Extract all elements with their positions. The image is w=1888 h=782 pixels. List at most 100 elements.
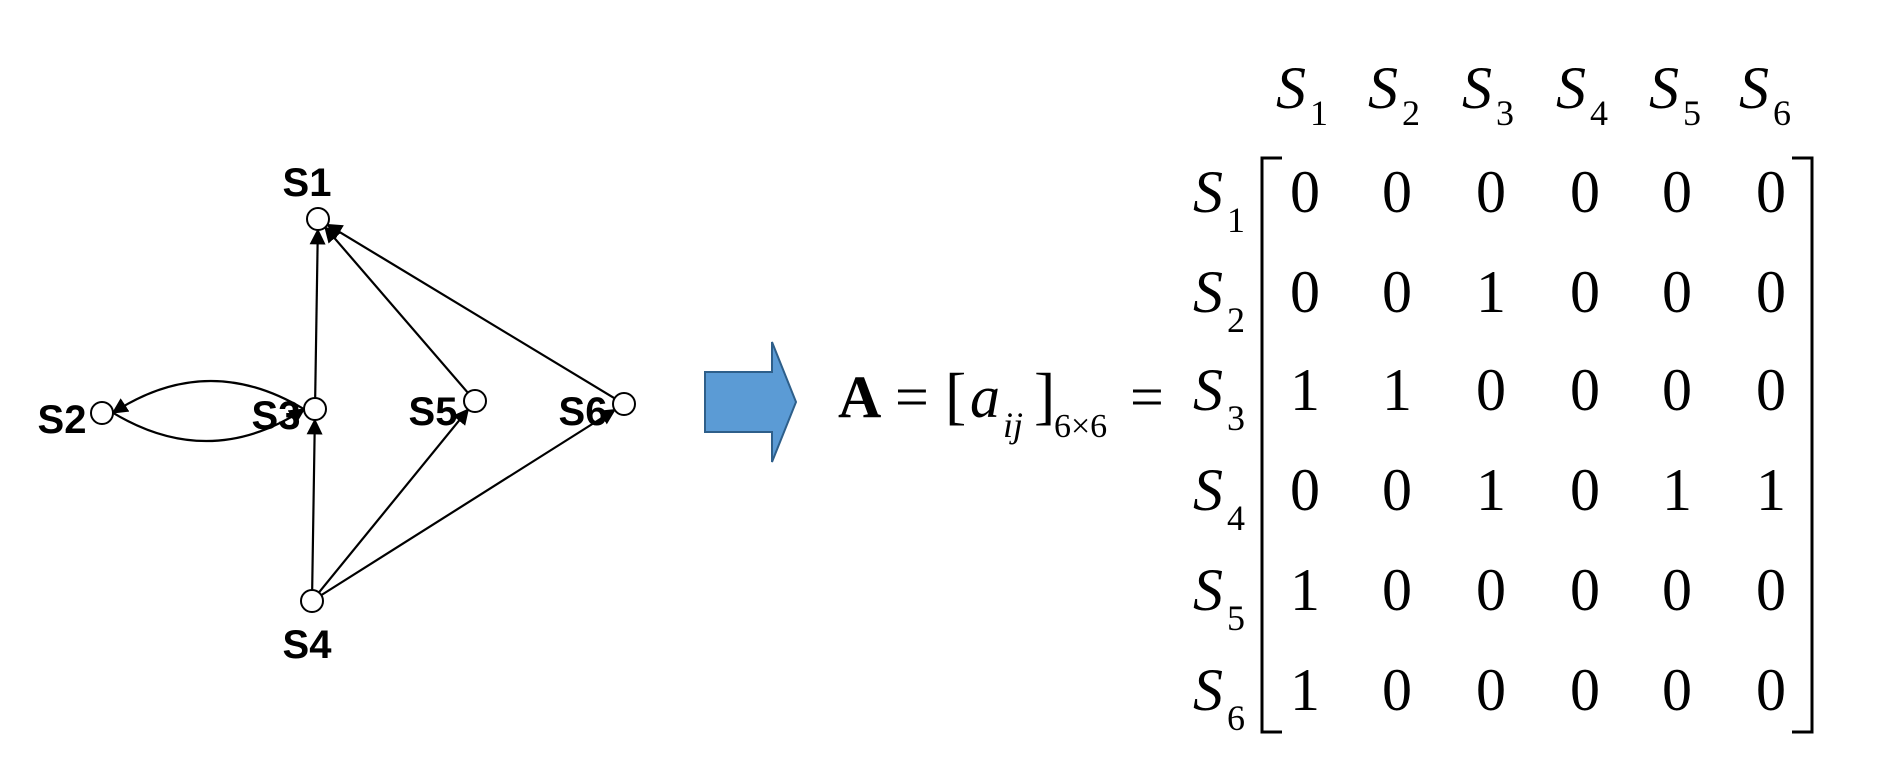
row-header-symbol: S [1193,259,1223,325]
matrix-cell-r6-c6: 0 [1756,657,1786,723]
edge-s4-to-s5 [318,408,470,594]
matrix-cell-r3-c1: 1 [1290,357,1320,423]
matrix-cell-r5-c3: 0 [1476,557,1506,623]
column-header-symbol: S [1649,55,1679,121]
matrix-cell-r6-c3: 0 [1476,657,1506,723]
column-header-symbol: S [1462,55,1492,121]
row-header-symbol: S [1193,557,1223,623]
matrix-cell-r3-c2: 1 [1382,357,1412,423]
matrix-cell-r6-c1: 1 [1290,657,1320,723]
graph-nodes [90,207,636,613]
adjacency-equation: A = [ a ij ] 6×6 = [838,360,1164,445]
column-header-subscript: 2 [1402,93,1420,133]
element-symbol: a [970,364,1000,430]
column-header-subscript: 3 [1496,93,1514,133]
matrix-cell-r2-c3: 1 [1476,259,1506,325]
column-header-symbol: S [1739,55,1769,121]
matrix-cell-r5-c6: 0 [1756,557,1786,623]
matrix-cell-r5-c2: 0 [1382,557,1412,623]
matrix-cell-r4-c3: 1 [1476,457,1506,523]
node-s3 [303,397,327,421]
equals-sign-2: = [1130,364,1164,430]
matrix-cell-r3-c3: 0 [1476,357,1506,423]
node-s2 [90,401,114,425]
matrix-cell-r4-c5: 1 [1662,457,1692,523]
matrix-cell-r5-c1: 1 [1290,557,1320,623]
row-header-symbol: S [1193,457,1223,523]
graph-edges [111,223,617,597]
matrix-cell-r2-c5: 0 [1662,259,1692,325]
row-header-subscript: 6 [1227,698,1245,738]
matrix-cell-r4-c4: 0 [1570,457,1600,523]
node-label-s4: S4 [283,623,333,667]
matrix-cell-r6-c5: 0 [1662,657,1692,723]
transform-arrow-icon [704,341,798,463]
row-header-subscript: 2 [1227,300,1245,340]
node-label-s2: S2 [38,398,87,442]
edge-s3-to-s2 [111,379,305,414]
open-bracket: [ [945,360,966,431]
matrix-cell-r3-c5: 0 [1662,357,1692,423]
edge-s4-to-s3 [306,418,323,591]
edge-s6-to-s1 [326,223,616,400]
column-header-subscript: 5 [1683,93,1701,133]
matrix-cell-r3-c6: 0 [1756,357,1786,423]
matrix-cell-r3-c4: 0 [1570,357,1600,423]
matrix-cell-r4-c1: 0 [1290,457,1320,523]
element-subscript: ij [1003,405,1023,445]
edge-s2-to-s3 [112,408,306,443]
matrix-cell-r4-c2: 0 [1382,457,1412,523]
node-s1 [306,207,330,231]
column-header-symbol: S [1368,55,1398,121]
row-header-symbol: S [1193,657,1223,723]
matrix-cell-r2-c4: 0 [1570,259,1600,325]
matrix-symbol: A [838,364,881,430]
column-header-subscript: 4 [1590,93,1608,133]
row-header-subscript: 4 [1227,498,1245,538]
row-header-symbol: S [1193,159,1223,225]
node-label-s6: S6 [559,390,608,434]
node-label-s5: S5 [409,390,458,434]
edge-s5-to-s1 [324,226,469,394]
matrix-cell-r1-c3: 0 [1476,159,1506,225]
node-label-s1: S1 [283,161,332,205]
matrix-cell-r1-c1: 0 [1290,159,1320,225]
matrix-cell-r2-c2: 0 [1382,259,1412,325]
matrix-cell-r2-c6: 0 [1756,259,1786,325]
matrix-right-bracket [1792,156,1814,734]
row-header-symbol: S [1193,357,1223,423]
matrix-cell-r1-c4: 0 [1570,159,1600,225]
column-header-symbol: S [1556,55,1586,121]
matrix-cell-r4-c6: 1 [1756,457,1786,523]
matrix-cell-r6-c2: 0 [1382,657,1412,723]
column-header-symbol: S [1276,55,1306,121]
equals-sign: = [895,364,929,430]
node-label-s3: S3 [252,394,301,438]
row-header-subscript: 5 [1227,598,1245,638]
edge-s3-to-s1 [309,228,326,399]
row-header-subscript: 3 [1227,398,1245,438]
node-s6 [612,392,636,416]
node-s4 [300,589,324,613]
column-header-subscript: 6 [1773,93,1791,133]
column-header-subscript: 1 [1310,93,1328,133]
matrix-cell-r5-c4: 0 [1570,557,1600,623]
